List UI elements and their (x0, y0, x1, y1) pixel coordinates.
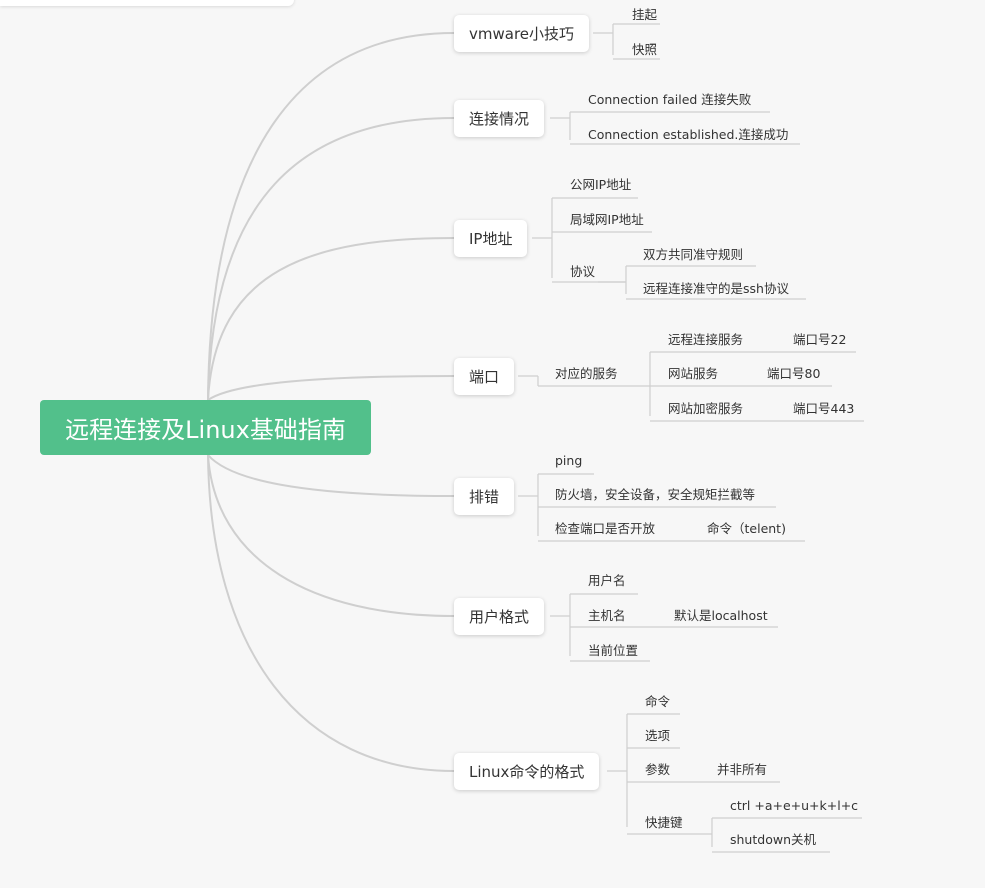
subtopic-ping[interactable]: ping (555, 453, 583, 468)
subtopic-username[interactable]: 用户名 (588, 573, 626, 588)
topic-user-format[interactable]: 用户格式 (454, 598, 545, 635)
subtopic-check-port[interactable]: 检查端口是否开放 (555, 521, 656, 536)
subtopic-suspend[interactable]: 挂起 (632, 7, 658, 22)
subtopic-firewall[interactable]: 防火墙，安全设备，安全规矩拦截等 (555, 487, 756, 502)
subtopic-services[interactable]: 对应的服务 (555, 366, 618, 381)
subtopic-ssh-protocol[interactable]: 远程连接准守的是ssh协议 (643, 281, 789, 296)
topic-troubleshooting[interactable]: 排错 (454, 478, 515, 515)
subtopic-hostname[interactable]: 主机名 (588, 608, 626, 623)
subtopic-mutual-rules[interactable]: 双方共同准守规则 (643, 247, 744, 262)
topic-connection-status[interactable]: 连接情况 (454, 100, 545, 137)
port-22[interactable]: 端口号22 (793, 332, 847, 347)
topic-linux-command-format[interactable]: Linux命令的格式 (454, 753, 600, 790)
service-remote-connection[interactable]: 远程连接服务 (668, 332, 744, 347)
subtopic-telnet-command[interactable]: 命令（telent) (707, 521, 786, 536)
subtopic-connection-failed[interactable]: Connection failed 连接失败 (588, 92, 752, 107)
topic-port[interactable]: 端口 (454, 358, 515, 395)
topic-vmware-tips[interactable]: vmware小技巧 (454, 15, 590, 52)
subtopic-parameters[interactable]: 参数 (645, 762, 671, 777)
subtopic-not-all[interactable]: 并非所有 (717, 762, 768, 777)
subtopic-options[interactable]: 选项 (645, 728, 671, 743)
service-website-encrypted[interactable]: 网站加密服务 (668, 401, 744, 416)
subtopic-shortcuts[interactable]: 快捷键 (645, 815, 683, 830)
subtopic-snapshot[interactable]: 快照 (632, 42, 658, 57)
port-443[interactable]: 端口号443 (793, 401, 855, 416)
subtopic-lan-ip[interactable]: 局域网IP地址 (570, 212, 644, 227)
subtopic-connection-established[interactable]: Connection established.连接成功 (588, 127, 789, 142)
service-website[interactable]: 网站服务 (668, 366, 719, 381)
port-80[interactable]: 端口号80 (767, 366, 821, 381)
topic-ip-address[interactable]: IP地址 (454, 220, 528, 257)
subtopic-public-ip[interactable]: 公网IP地址 (570, 177, 632, 192)
toolbar-panel (0, 0, 294, 6)
central-topic[interactable]: 远程连接及Linux基础指南 (40, 400, 371, 455)
subtopic-command[interactable]: 命令 (645, 694, 671, 709)
subtopic-default-localhost[interactable]: 默认是localhost (674, 608, 768, 623)
subtopic-current-location[interactable]: 当前位置 (588, 643, 639, 658)
subtopic-protocol[interactable]: 协议 (570, 264, 596, 279)
subtopic-ctrl-keys[interactable]: ctrl +a+e+u+k+l+c (730, 798, 859, 813)
subtopic-shutdown[interactable]: shutdown关机 (730, 832, 816, 847)
